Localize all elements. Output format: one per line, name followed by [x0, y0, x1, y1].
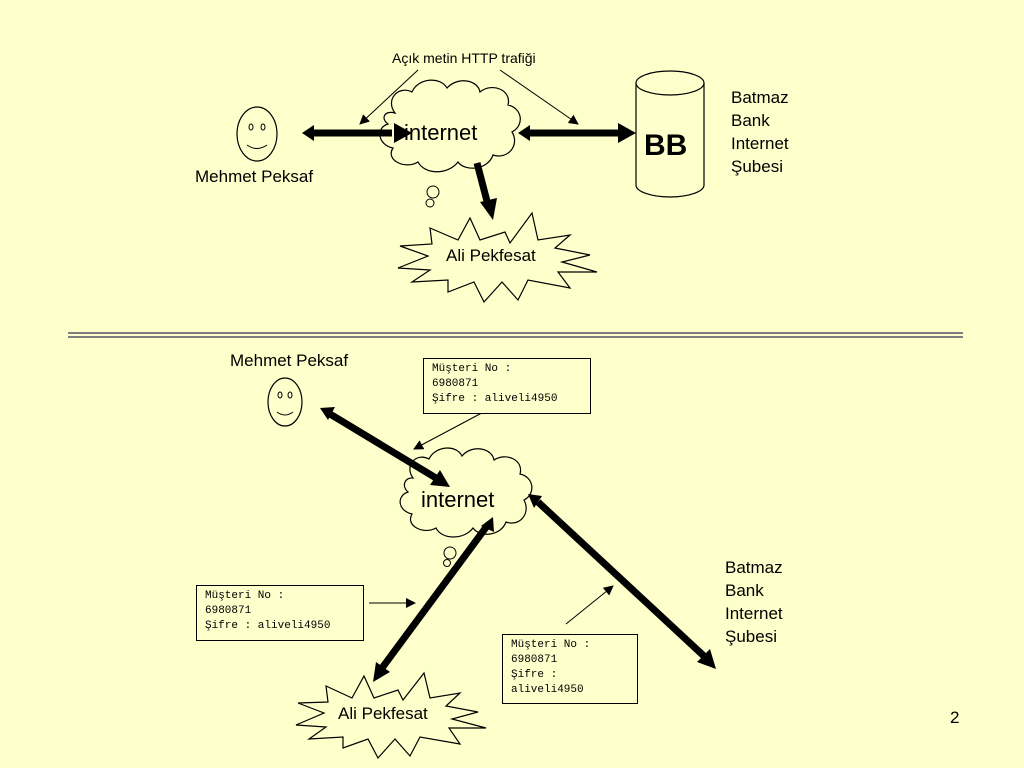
credential-box: Müşteri No : 6980871 Şifre : aliveli4950 — [423, 358, 591, 414]
credential-line: Müşteri No : — [432, 363, 512, 375]
user-name-label-bottom: Mehmet Peksaf — [230, 351, 349, 370]
bank-line: Internet — [725, 604, 783, 623]
user-name-label: Mehmet Peksaf — [195, 167, 314, 186]
credential-line: Müşteri No : — [511, 639, 591, 651]
traffic-pointer-lines — [359, 69, 579, 125]
bank-name-label: Batmaz Bank Internet Şubesi — [731, 86, 789, 178]
credential-line: Müşteri No : — [205, 590, 285, 602]
section-divider — [68, 332, 963, 338]
credential-pointer-lines — [369, 406, 614, 625]
bank-line: Şubesi — [725, 627, 777, 646]
internet-cloud-icon — [379, 79, 521, 208]
internet-to-attacker-arrow — [473, 162, 497, 220]
cloud-label-bottom: internet — [421, 487, 495, 512]
internet-to-attacker-arrow-bottom — [373, 517, 494, 682]
user-to-internet-arrow — [302, 123, 412, 143]
credential-line: aliveli4950 — [511, 684, 584, 696]
credential-line: Şifre : aliveli4950 — [205, 620, 331, 632]
user-face-icon-bottom — [267, 377, 303, 427]
user-face-icon — [236, 106, 278, 162]
bank-line: Batmaz — [731, 88, 789, 107]
attacker-burst-shape — [397, 211, 598, 304]
user-to-internet-arrow-bottom — [320, 407, 450, 487]
credential-line: 6980871 — [432, 378, 479, 390]
attacker-name-label-bottom: Ali Pekfesat — [338, 704, 428, 723]
bank-line: Bank — [725, 581, 764, 600]
attacker-burst-shape-bottom — [295, 671, 487, 760]
credential-line: Şifre : — [511, 669, 558, 681]
cloud-label: internet — [404, 120, 478, 145]
credential-line: 6980871 — [205, 605, 252, 617]
credential-box: Müşteri No : 6980871 Şifre : aliveli4950 — [196, 585, 364, 641]
server-label: BB — [644, 129, 688, 162]
bank-server-icon — [635, 70, 705, 198]
bank-line: Bank — [731, 111, 770, 130]
internet-to-bank-arrow — [518, 123, 636, 143]
bank-line: Şubesi — [731, 157, 783, 176]
credential-line: Şifre : aliveli4950 — [432, 393, 558, 405]
internet-to-bank-arrow-bottom — [528, 494, 716, 669]
internet-cloud-icon-bottom — [399, 447, 533, 567]
page-number: 2 — [950, 708, 960, 727]
traffic-label: Açık metin HTTP trafiği — [392, 50, 536, 66]
attacker-name-label: Ali Pekfesat — [446, 246, 536, 265]
credential-line: 6980871 — [511, 654, 558, 666]
bank-line: Batmaz — [725, 558, 783, 577]
bank-name-label-bottom: Batmaz Bank Internet Şubesi — [725, 556, 783, 648]
credential-box: Müşteri No : 6980871 Şifre : aliveli4950 — [502, 634, 638, 704]
bank-line: Internet — [731, 134, 789, 153]
